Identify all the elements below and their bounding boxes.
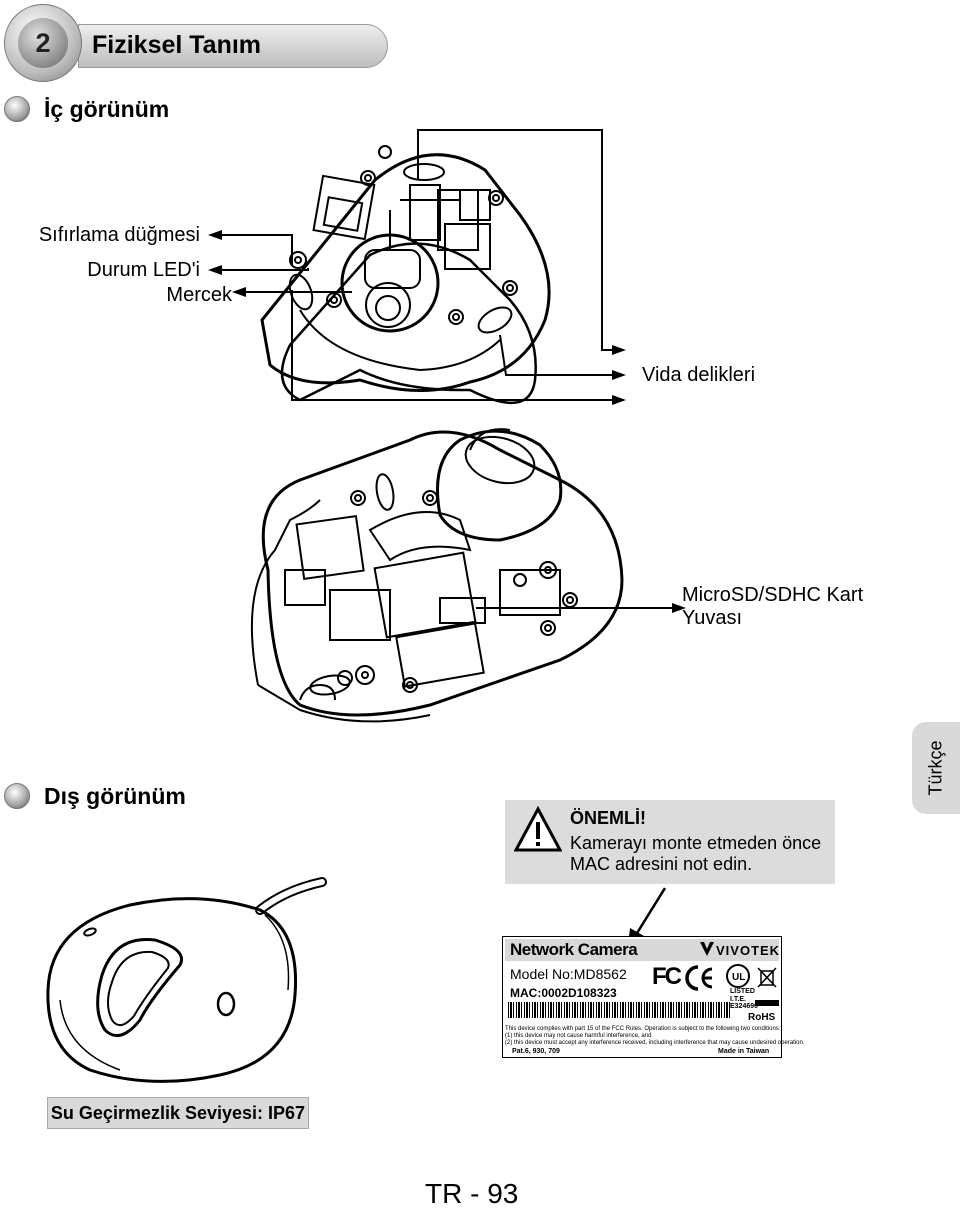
patent-number: Pat.6, 930, 709 bbox=[512, 1048, 560, 1055]
label-screw-holes: Vida delikleri bbox=[642, 364, 756, 386]
warning-line-1: Kamerayı monte etmeden önce bbox=[570, 833, 822, 853]
label-sd-slot-2: Yuvası bbox=[682, 607, 743, 629]
sticker-brand: VIVOTEK bbox=[716, 943, 781, 958]
section-title-inner: İç görünüm bbox=[44, 96, 170, 122]
outer-view-diagram bbox=[46, 877, 327, 1083]
warning-box bbox=[505, 800, 835, 884]
sticker-product: Network Camera bbox=[510, 940, 638, 959]
screw-callout-2 bbox=[499, 334, 616, 376]
ul-logo-icon: UL bbox=[726, 964, 750, 988]
chapter-number: 2 bbox=[18, 18, 68, 68]
weee-bin-icon bbox=[757, 967, 777, 988]
ce-logo-icon bbox=[685, 965, 713, 991]
barcode bbox=[508, 1002, 730, 1018]
warning-title: ÖNEMLİ! bbox=[570, 808, 646, 828]
svg-text:UL: UL bbox=[732, 972, 745, 983]
bullet-icon bbox=[4, 783, 30, 809]
label-reset-button: Sıfırlama düğmesi bbox=[38, 224, 200, 246]
led-callout bbox=[214, 268, 309, 271]
sticker-model: Model No:MD8562 bbox=[510, 966, 627, 982]
ul-number: E324690 bbox=[730, 1003, 759, 1010]
warning-line-2: MAC adresini not edin. bbox=[570, 854, 753, 874]
camera-dome bbox=[436, 429, 563, 542]
reset-callout bbox=[214, 234, 293, 265]
language-tab bbox=[912, 722, 960, 814]
warning-icon bbox=[514, 806, 562, 852]
top-device-body bbox=[280, 242, 537, 405]
waterproof-rating: Su Geçirmezlik Seviyesi: IP67 bbox=[47, 1097, 309, 1129]
page-title: Fiziksel Tanım bbox=[92, 31, 262, 59]
label-sd-slot-1: MicroSD/SDHC Kart bbox=[682, 584, 864, 606]
fcc-statement-2: (1) this device may not cause harmful in… bbox=[505, 1033, 652, 1039]
rohs-mark: RoHS bbox=[748, 1012, 776, 1023]
lens-window bbox=[96, 937, 183, 1038]
screw-callout-1 bbox=[417, 129, 616, 351]
header-bar bbox=[78, 24, 388, 68]
made-in: Made in Taiwan bbox=[718, 1048, 770, 1055]
bullet-icon bbox=[4, 96, 30, 122]
vivotek-logo-icon bbox=[700, 942, 714, 956]
section-title-outer: Dış görünüm bbox=[44, 783, 186, 809]
ul-ite: I.T.E. bbox=[730, 996, 746, 1003]
label-status-led: Durum LED'i bbox=[87, 259, 200, 281]
screw-callout-3 bbox=[291, 290, 616, 401]
fcc-logo: FC bbox=[652, 963, 682, 990]
inner-view-diagram bbox=[208, 129, 686, 723]
fcc-statement-1: This device complies with part 15 of the… bbox=[505, 1026, 781, 1032]
page-number: TR - 93 bbox=[425, 1178, 519, 1209]
fcc-statement-3: (2) this device must accept any interfer… bbox=[505, 1040, 805, 1046]
sticker-mac: MAC:0002D108323 bbox=[510, 986, 617, 1000]
device-shell bbox=[46, 897, 298, 1083]
ul-listed: LISTED bbox=[730, 988, 755, 995]
label-lens: Mercek bbox=[166, 284, 232, 306]
black-strip bbox=[755, 1000, 779, 1006]
bottom-device-body bbox=[261, 430, 624, 717]
language-tab-label: Türkçe bbox=[925, 740, 946, 796]
